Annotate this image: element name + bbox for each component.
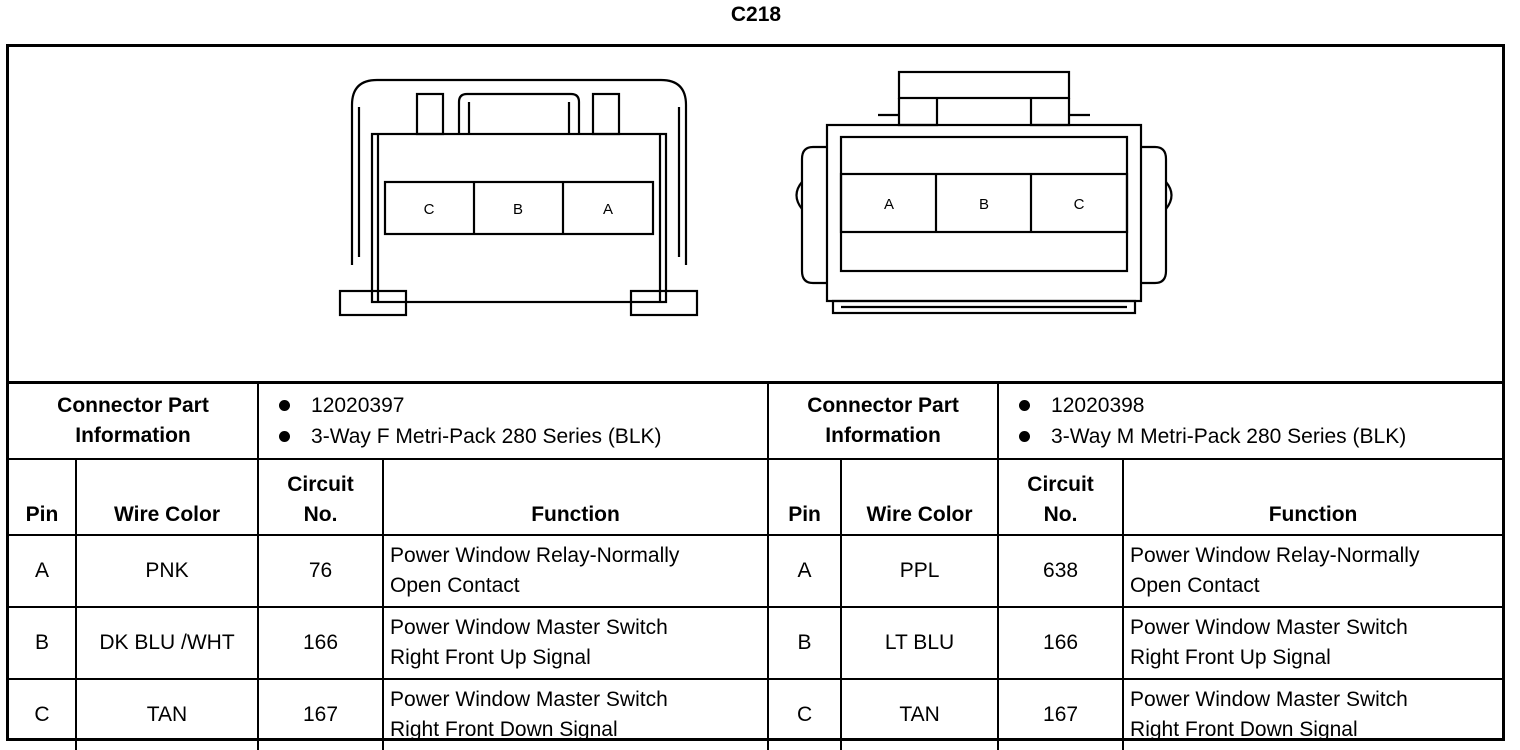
male-connector-drawing — [795, 70, 1173, 315]
header-pin: Pin — [767, 458, 843, 536]
wire-color-cell: DK BLU /WHT — [74, 606, 260, 680]
connector-diagram: C B A A B C — [338, 70, 1173, 317]
pin-cell: C — [9, 678, 77, 750]
connector-part-info-row: Connector Part Information 12020397 3-Wa… — [9, 381, 1503, 460]
right-part-description: 3-Way M Metri-Pack 280 Series (BLK) — [1051, 424, 1407, 448]
female-cavity-b-label: B — [513, 201, 523, 218]
male-cavity-c-label: C — [1074, 196, 1085, 213]
pin-cell: A — [9, 534, 77, 608]
bullet-icon — [279, 431, 291, 442]
female-cavity-a-label: A — [603, 201, 613, 218]
left-part-description: 3-Way F Metri-Pack 280 Series (BLK) — [311, 424, 662, 448]
pin-cell: A — [767, 534, 843, 608]
pin-cell: B — [9, 606, 77, 680]
left-part-number: 12020397 — [311, 393, 405, 417]
circuit-cell: 166 — [257, 606, 385, 680]
header-wire-color: Wire Color — [74, 458, 260, 536]
wire-color-cell: PNK — [74, 534, 260, 608]
circuit-cell: 638 — [997, 534, 1125, 608]
left-part-info-label: Connector Part Information — [9, 381, 260, 460]
circuit-cell: 167 — [257, 678, 385, 750]
female-cavity-c-label: C — [424, 201, 435, 218]
pin-cell: C — [767, 678, 843, 750]
connector-frame: C B A A B C Connector Part Information 1… — [6, 44, 1505, 750]
right-part-number: 12020398 — [1051, 393, 1145, 417]
header-pin: Pin — [9, 458, 77, 536]
wire-color-cell: PPL — [840, 534, 1000, 608]
wire-color-cell: TAN — [840, 678, 1000, 750]
header-function: Function — [1122, 458, 1503, 536]
male-cavity-b-label: B — [979, 196, 989, 213]
table-row: B DK BLU /WHT 166 Power Window Master Sw… — [9, 606, 1503, 680]
right-part-info-label: Connector Part Information — [767, 381, 1000, 460]
circuit-cell: 167 — [997, 678, 1125, 750]
header-function: Function — [382, 458, 770, 536]
bullet-icon — [279, 400, 291, 411]
pinout-table: Connector Part Information 12020397 3-Wa… — [9, 381, 1503, 750]
connector-title: C218 — [730, 3, 782, 26]
female-connector-drawing — [338, 78, 699, 317]
header-wire-color: Wire Color — [840, 458, 1000, 536]
male-cavity-a-label: A — [884, 196, 894, 213]
left-part-info: 12020397 3-Way F Metri-Pack 280 Series (… — [257, 381, 770, 460]
wire-color-cell: TAN — [74, 678, 260, 750]
circuit-cell: 76 — [257, 534, 385, 608]
bullet-icon — [1019, 400, 1031, 411]
pin-cell: B — [767, 606, 843, 680]
bullet-icon — [1019, 431, 1031, 442]
right-part-info: 12020398 3-Way M Metri-Pack 280 Series (… — [997, 381, 1503, 460]
circuit-cell: 166 — [997, 606, 1125, 680]
wire-color-cell: LT BLU — [840, 606, 1000, 680]
